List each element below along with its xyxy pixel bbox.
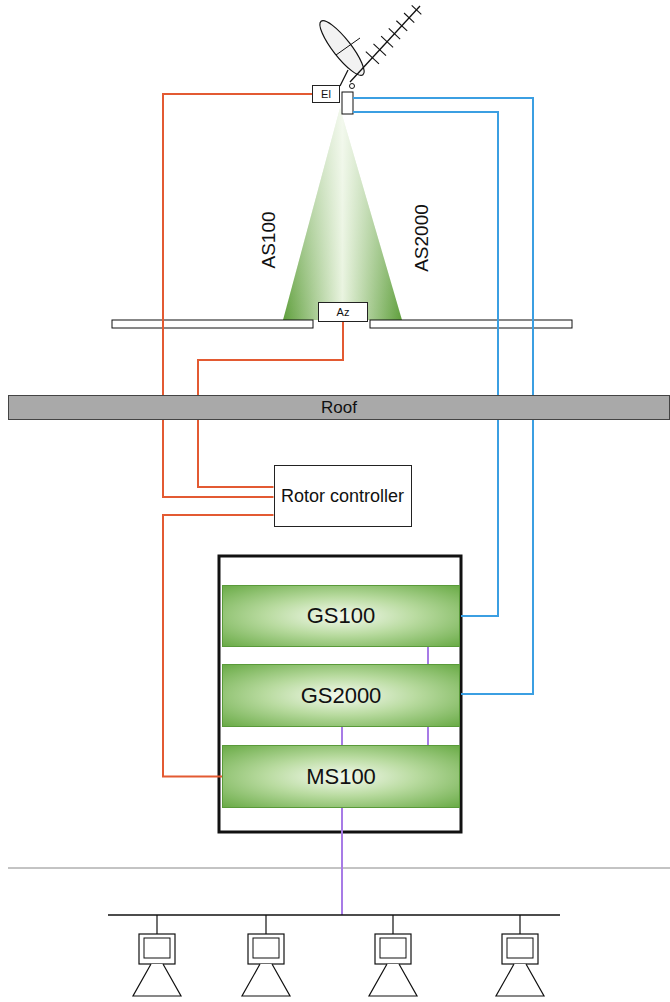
cable [163, 94, 312, 497]
computers [133, 915, 544, 996]
node-text: GS2000 [301, 683, 382, 708]
platform [370, 320, 572, 328]
separator-line [8, 868, 670, 869]
azimuth-rotor-box: Az [318, 302, 368, 322]
tower-shade [283, 108, 402, 320]
antenna [314, 5, 421, 88]
network-wire [341, 808, 343, 915]
node-text: El [321, 88, 331, 101]
tower [283, 108, 402, 320]
node-text: GS100 [307, 603, 376, 628]
node-text: MS100 [306, 764, 376, 789]
node-text: Az [337, 306, 350, 319]
antenna-label: AS2000 [412, 204, 431, 272]
cable [341, 727, 343, 745]
antenna-label: AS100 [259, 211, 278, 268]
feed-box [342, 92, 353, 114]
network-bus [108, 914, 560, 915]
controller-box: Rotor controller [274, 465, 412, 527]
roof-band: Roof [8, 395, 670, 420]
node-text: Roof [321, 398, 357, 418]
server-band: GS100 [222, 585, 460, 647]
elevation-rotor-box: El [312, 85, 340, 103]
rack [219, 556, 461, 832]
server-band: GS2000 [222, 664, 460, 727]
platform [112, 320, 313, 328]
coax-wire [353, 112, 498, 616]
node-text: Rotor controller [281, 486, 404, 507]
server-band: MS100 [222, 745, 460, 808]
